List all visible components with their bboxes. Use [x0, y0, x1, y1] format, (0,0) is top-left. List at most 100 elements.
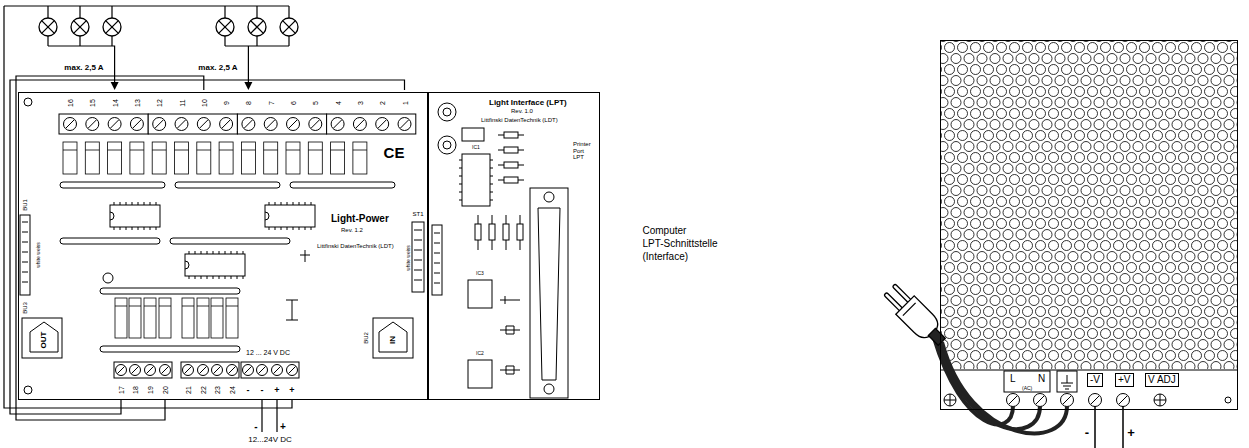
board-label: Light Interface (LPT) [489, 99, 567, 107]
relay [130, 150, 144, 151]
ic-chip [185, 254, 245, 276]
connector-name: BU1 [22, 199, 28, 211]
terminal-sign: - [247, 386, 250, 395]
terminal-number: 17 [118, 386, 125, 394]
power-supply-detail [944, 394, 956, 406]
port-note-line: (Interface) [642, 250, 717, 263]
terminal-block [130, 118, 143, 131]
terminal-block [132, 367, 139, 374]
ic-chip [225, 276, 226, 279]
pin-header [175, 182, 280, 188]
ic-chip [150, 227, 151, 230]
terminal-number: 16 [67, 99, 74, 107]
ic-chip [243, 251, 244, 254]
terminal-block [245, 367, 252, 374]
ce-mark: CE [384, 145, 405, 160]
board-detail [24, 386, 32, 394]
ic-chip [201, 251, 202, 254]
board-detail [20, 215, 30, 295]
interface-detail [434, 233, 440, 283]
connector-name: ST1 [412, 211, 423, 217]
terminal-block [200, 120, 208, 128]
terminal-block [66, 120, 74, 128]
relay [85, 150, 99, 151]
relay [264, 142, 278, 174]
lamp-wire [4, 6, 292, 408]
ic-chip [311, 202, 312, 205]
terminal-block [162, 367, 169, 374]
ic-chip [207, 276, 208, 279]
ic-chip [110, 212, 114, 220]
relay [197, 306, 209, 307]
relay [211, 306, 223, 307]
interface-detail [432, 103, 568, 398]
terminal-block [243, 365, 254, 376]
current-arrow [244, 82, 252, 90]
terminal-number: 8 [245, 101, 252, 105]
terminal-block [111, 120, 119, 128]
interface-detail [530, 188, 568, 398]
ic-chip [281, 227, 282, 230]
relay [211, 298, 223, 338]
terminal-sign: + [289, 386, 294, 395]
interface-detail [489, 224, 495, 240]
relay [197, 298, 209, 338]
relay [286, 142, 300, 174]
terminal-block [289, 367, 296, 374]
interface-detail [544, 384, 554, 394]
connector-direction: OUT [40, 332, 48, 349]
ic-chip [110, 202, 315, 279]
board-detail [414, 230, 422, 280]
ic-chip [299, 227, 300, 230]
ic-chip [237, 251, 238, 254]
ic-chip [219, 251, 220, 254]
ic-chip [126, 202, 127, 205]
terminal-number: 10 [200, 99, 207, 107]
interface-detail [504, 162, 518, 168]
power-supply-detail [1091, 396, 1099, 404]
terminal-number: 11 [178, 99, 185, 106]
interface-detail [503, 224, 509, 240]
terminal-block [181, 362, 239, 378]
terminal-number: 18 [132, 386, 139, 394]
pin-header [100, 288, 240, 294]
ic-name: IC3 [476, 271, 484, 276]
ic-chip [195, 251, 196, 254]
board-detail [286, 250, 310, 320]
relay [308, 142, 322, 174]
relay [175, 142, 189, 174]
relay [219, 142, 233, 174]
terminal-block [59, 114, 416, 134]
terminal-block [59, 114, 148, 134]
relay [182, 306, 194, 307]
power-supply-detail [1004, 371, 1050, 392]
board-detail [103, 273, 113, 283]
pin-header [170, 238, 290, 244]
board-label: Rev. 1.0 [511, 108, 533, 114]
terminal-block [274, 367, 281, 374]
ic-chip [110, 205, 160, 227]
power-supply-detail [1119, 396, 1127, 404]
terminal-block [198, 365, 209, 376]
relay [108, 142, 122, 174]
terminal-block [148, 114, 237, 134]
power-supply-detail [1057, 371, 1077, 392]
mains-plug [928, 328, 945, 345]
terminal-sign: - [261, 386, 264, 395]
board-detail [24, 98, 32, 106]
supply-sign: + [1127, 426, 1135, 439]
interface-detail [538, 208, 560, 380]
terminal-block [398, 118, 411, 131]
ic-chip [305, 202, 306, 205]
terminal-block [147, 367, 154, 374]
board-label: Light-Power [331, 214, 389, 224]
terminal-block [264, 118, 277, 131]
power-supply-detail [1154, 394, 1166, 406]
terminal-block [267, 120, 275, 128]
terminal-block [287, 365, 298, 376]
terminal-block [183, 365, 194, 376]
ic-name: IC2 [476, 351, 484, 356]
relay [159, 306, 171, 307]
terminal-block [311, 120, 319, 128]
interface-detail [504, 177, 518, 183]
